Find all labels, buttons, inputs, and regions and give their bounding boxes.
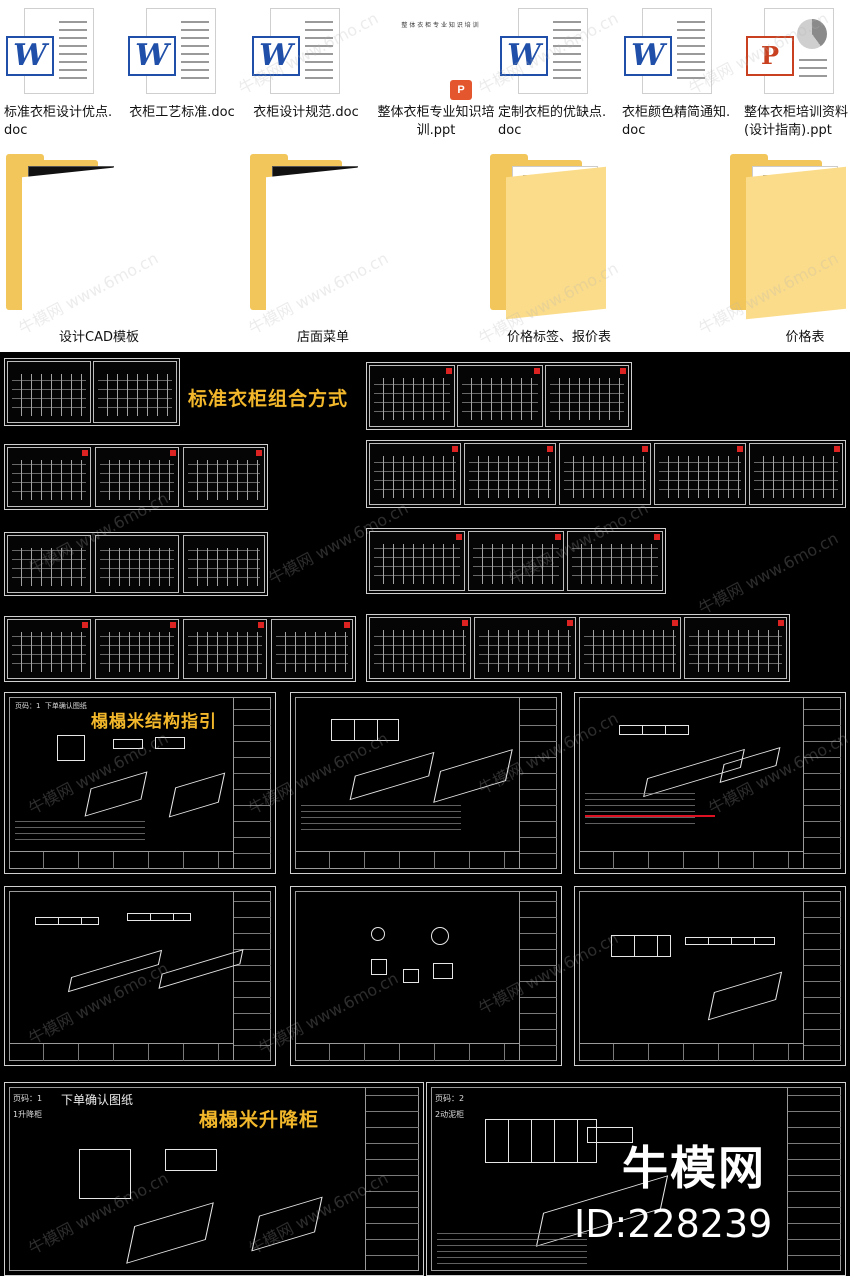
folder-name: 设计CAD模板 — [59, 330, 139, 345]
cad-panel — [290, 886, 562, 1066]
cad-panel — [574, 692, 846, 874]
file-name: 整体衣柜专业知识培训.ppt — [377, 105, 495, 138]
page-number: 页码：1 — [15, 702, 41, 710]
cad-sheet — [4, 532, 268, 596]
file-name: 标准衣柜设计优点.doc — [4, 105, 113, 138]
sheet-title: 下单确认图纸 — [44, 702, 87, 710]
file-name: 定制衣柜的优缺点.doc — [498, 105, 607, 138]
cad-drawings: 标准衣柜组合方式 — [0, 352, 850, 1276]
word-document-icon: W — [624, 8, 716, 94]
cad-sheet — [4, 444, 268, 510]
folder-item[interactable]: 价格标签、报价表 — [484, 152, 611, 345]
cad-sheet — [366, 440, 846, 508]
folder-item[interactable]: X 价格表 — [724, 152, 846, 345]
file-name: 衣柜设计规范.doc — [253, 105, 359, 120]
folder-item[interactable]: 店面菜单 — [244, 152, 366, 345]
file-name: 衣柜工艺标准.doc — [129, 105, 235, 120]
folder-name: 店面菜单 — [296, 330, 349, 345]
cad-panel: 页码：2 2动泥柜 — [426, 1082, 846, 1276]
cad-panel — [290, 692, 562, 874]
item-label: 1升降柜 — [13, 1110, 43, 1119]
file-name: 衣柜颜色精简通知.doc — [622, 105, 731, 138]
word-document-icon: W — [6, 8, 98, 94]
heading-tatami-guide: 榻榻米结构指引 — [91, 712, 217, 732]
cad-sheet — [366, 362, 632, 430]
cad-panel: 页码：1 1升降柜 下单确认图纸 榻榻米升降柜 — [4, 1082, 424, 1276]
item-label: 2动泥柜 — [435, 1110, 465, 1119]
page-number: 页码：2 — [435, 1094, 465, 1103]
cad-panel — [4, 886, 276, 1066]
cad-sheet — [4, 358, 180, 426]
page-number: 页码：1 — [13, 1094, 43, 1103]
file-name: 整体衣柜培训资料(设计指南).ppt — [744, 105, 849, 138]
id-watermark: ID:228239 — [574, 1202, 773, 1246]
brand-watermark: 牛模网 — [622, 1141, 766, 1195]
word-document-icon: W — [252, 8, 344, 94]
powerpoint-document-icon: P — [746, 8, 838, 94]
folder-name: 价格标签、报价表 — [506, 330, 611, 345]
file-explorer: W 标准衣柜设计优点.doc W 衣柜工艺标准.doc W 衣柜设计规范.doc… — [0, 0, 850, 352]
cad-panel — [574, 886, 846, 1066]
cad-sheet — [366, 614, 790, 682]
folder-name: 价格表 — [785, 330, 825, 345]
thumbnail-title: 整 体 衣 柜 专 业 知 识 培 训 — [401, 22, 479, 29]
word-document-icon: W — [128, 8, 220, 94]
cad-sheet — [366, 528, 666, 594]
cad-sheet — [4, 616, 356, 682]
heading-tatami-lift: 榻榻米升降柜 — [199, 1109, 320, 1131]
sheet-title: 下单确认图纸 — [61, 1093, 134, 1107]
cad-panel: 页码：1 下单确认图纸 榻榻米结构指引 — [4, 692, 276, 874]
folder-item[interactable]: 设计CAD模板 — [0, 152, 139, 345]
heading-wardrobe-combo: 标准衣柜组合方式 — [188, 388, 349, 410]
powerpoint-icon: P — [450, 80, 472, 100]
presentation-thumbnail: 整 体 衣 柜 专 业 知 识 培 训 P — [390, 20, 490, 100]
word-document-icon: W — [500, 8, 592, 94]
